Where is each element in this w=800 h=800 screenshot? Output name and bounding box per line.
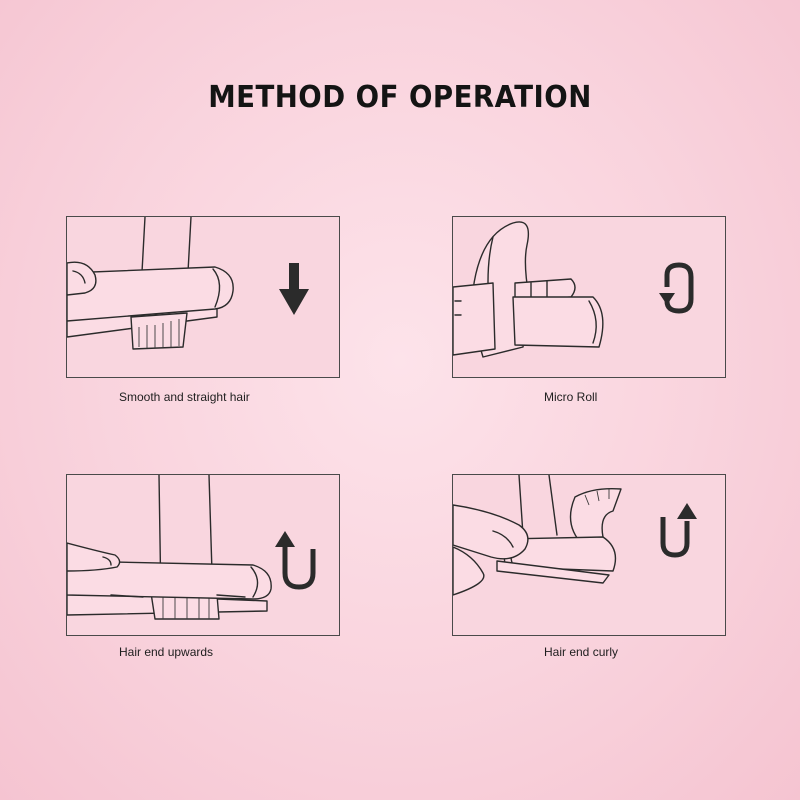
step-caption-micro-roll: Micro Roll [544,390,598,404]
step-panel-end-upwards [66,474,340,636]
illustration-end-curly [453,475,697,596]
u-turn-up-right-icon [660,503,697,558]
u-turn-up-left-icon [275,531,316,590]
step-panel-straighten [66,216,340,378]
step-panel-micro-roll [452,216,726,378]
step-panel-end-curly [452,474,726,636]
illustration-micro-roll [453,221,694,358]
step-caption-end-curly: Hair end curly [544,645,619,659]
illustration-straighten [67,217,309,350]
step-caption-straighten: Smooth and straight hair [119,390,250,404]
illustration-end-upwards [67,475,316,620]
page-title: METHOD OF OPERATION [208,80,592,115]
step-caption-end-upwards: Hair end upwards [119,645,214,659]
rotate-loop-icon [659,262,694,314]
arrow-down-icon [279,263,309,315]
